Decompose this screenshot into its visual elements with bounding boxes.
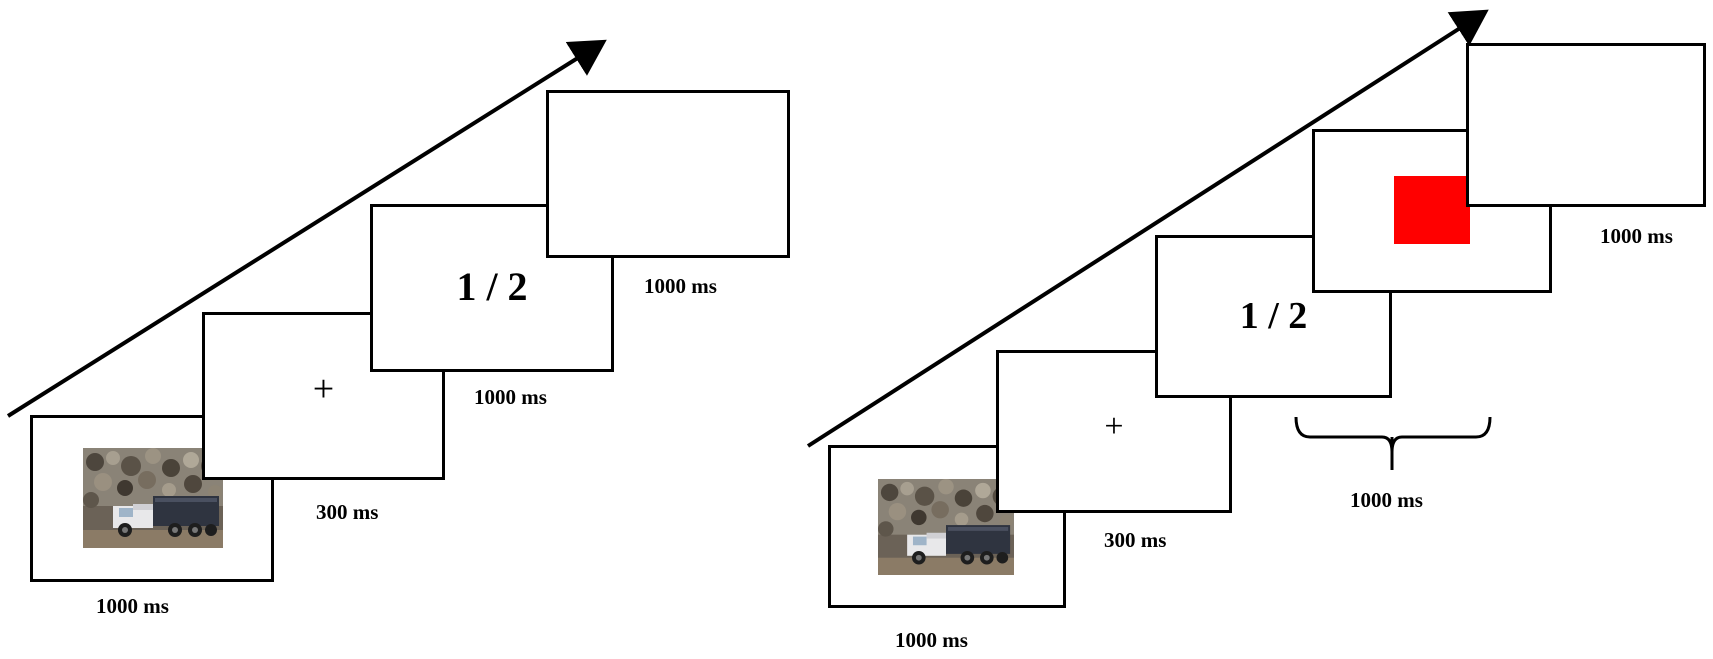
right-frame-cue [1312, 129, 1552, 293]
response-options: 1 / 2 [1239, 295, 1308, 337]
fixation-cross: + [1104, 408, 1124, 445]
left-frame-blank [546, 90, 790, 258]
right-time-arrow-icon [806, 9, 1489, 448]
left-frame-response-duration: 1000 ms [474, 385, 547, 409]
right-frame-blank-duration: 1000 ms [1600, 224, 1673, 248]
right-frame-fixation-duration: 300 ms [1104, 528, 1167, 552]
right-frame-photo-duration: 1000 ms [895, 628, 968, 652]
truck-scrapyard-photo-icon [83, 448, 223, 548]
left-frame-blank-duration: 1000 ms [644, 274, 717, 298]
right-frame-blank [1466, 43, 1706, 207]
left-frame-photo-duration: 1000 ms [96, 594, 169, 618]
fixation-cross: + [312, 368, 335, 410]
left-time-arrow-icon [6, 39, 607, 418]
right-frame-response-duration: 1000 ms [1350, 488, 1423, 512]
truck-scrapyard-photo-icon [878, 479, 1014, 575]
left-frame-fixation-duration: 300 ms [316, 500, 379, 524]
red-cue-square [1394, 176, 1470, 244]
response-options: 1 / 2 [456, 264, 528, 309]
left-frame-photo [30, 415, 274, 582]
